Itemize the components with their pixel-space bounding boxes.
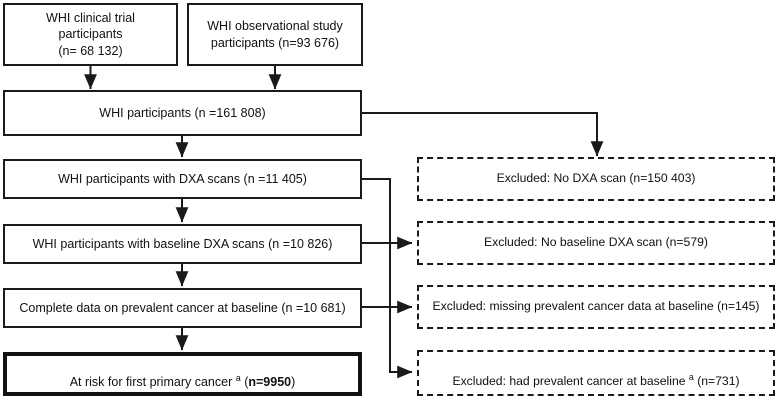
node-whi-observational-study-label: WHI observational study participants (n=… <box>207 19 343 50</box>
node-at-risk-first-primary-cancer-label: At risk for first primary cancer a (n=99… <box>64 357 302 391</box>
exclusion-no-dxa-scan-label: Excluded: No DXA scan (n=150 403) <box>496 171 696 186</box>
node-whi-dxa-scans[interactable]: WHI participants with DXA scans (n =11 4… <box>3 159 362 199</box>
node-whi-baseline-dxa-scans[interactable]: WHI participants with baseline DXA scans… <box>3 224 362 264</box>
connector-exclusion-no-dxa <box>362 112 604 157</box>
had-prevalent-prefix: Excluded: had prevalent cancer at baseli… <box>452 374 689 389</box>
exclusion-missing-prevalent-cancer-data-label: Excluded: missing prevalent cancer data … <box>432 299 760 314</box>
node-whi-participants[interactable]: WHI participants (n =161 808) <box>3 90 362 136</box>
exclusion-no-dxa-scan[interactable]: Excluded: No DXA scan (n=150 403) <box>417 157 775 201</box>
exclusion-missing-prevalent-cancer-data[interactable]: Excluded: missing prevalent cancer data … <box>417 285 775 329</box>
at-risk-suffix: ) <box>291 375 296 390</box>
node-whi-dxa-scans-label: WHI participants with DXA scans (n =11 4… <box>58 171 307 186</box>
connector-exclusion-missing-prevalent <box>362 242 413 314</box>
node-whi-participants-label: WHI participants (n =161 808) <box>99 105 266 120</box>
exclusion-had-prevalent-cancer-label: Excluded: had prevalent cancer at baseli… <box>446 356 745 390</box>
node-whi-clinical-trial[interactable]: WHI clinical trial participants (n= 68 1… <box>3 3 178 66</box>
node-whi-observational-study[interactable]: WHI observational study participants (n=… <box>187 3 363 66</box>
connector-exclusion-no-baseline-dxa <box>362 178 413 250</box>
at-risk-mid: ( <box>240 375 249 390</box>
node-whi-clinical-trial-label: WHI clinical trial participants (n= 68 1… <box>46 11 135 58</box>
node-complete-data-prevalent-cancer-label: Complete data on prevalent cancer at bas… <box>19 300 346 315</box>
node-at-risk-first-primary-cancer[interactable]: At risk for first primary cancer a (n=99… <box>3 352 362 396</box>
had-prevalent-suffix: (n=731) <box>693 374 740 389</box>
connector-exclusion-had-prevalent <box>362 306 413 379</box>
exclusion-no-baseline-dxa-scan-label: Excluded: No baseline DXA scan (n=579) <box>484 235 708 250</box>
at-risk-count: n=9950 <box>248 375 292 390</box>
node-whi-baseline-dxa-scans-label: WHI participants with baseline DXA scans… <box>32 236 333 251</box>
at-risk-footnote-marker: a <box>235 373 241 384</box>
exclusion-no-baseline-dxa-scan[interactable]: Excluded: No baseline DXA scan (n=579) <box>417 221 775 265</box>
exclusion-had-prevalent-cancer[interactable]: Excluded: had prevalent cancer at baseli… <box>417 350 775 396</box>
had-prevalent-footnote-marker: a <box>688 371 694 382</box>
at-risk-prefix: At risk for first primary cancer <box>69 375 236 390</box>
node-complete-data-prevalent-cancer[interactable]: Complete data on prevalent cancer at bas… <box>3 288 362 328</box>
